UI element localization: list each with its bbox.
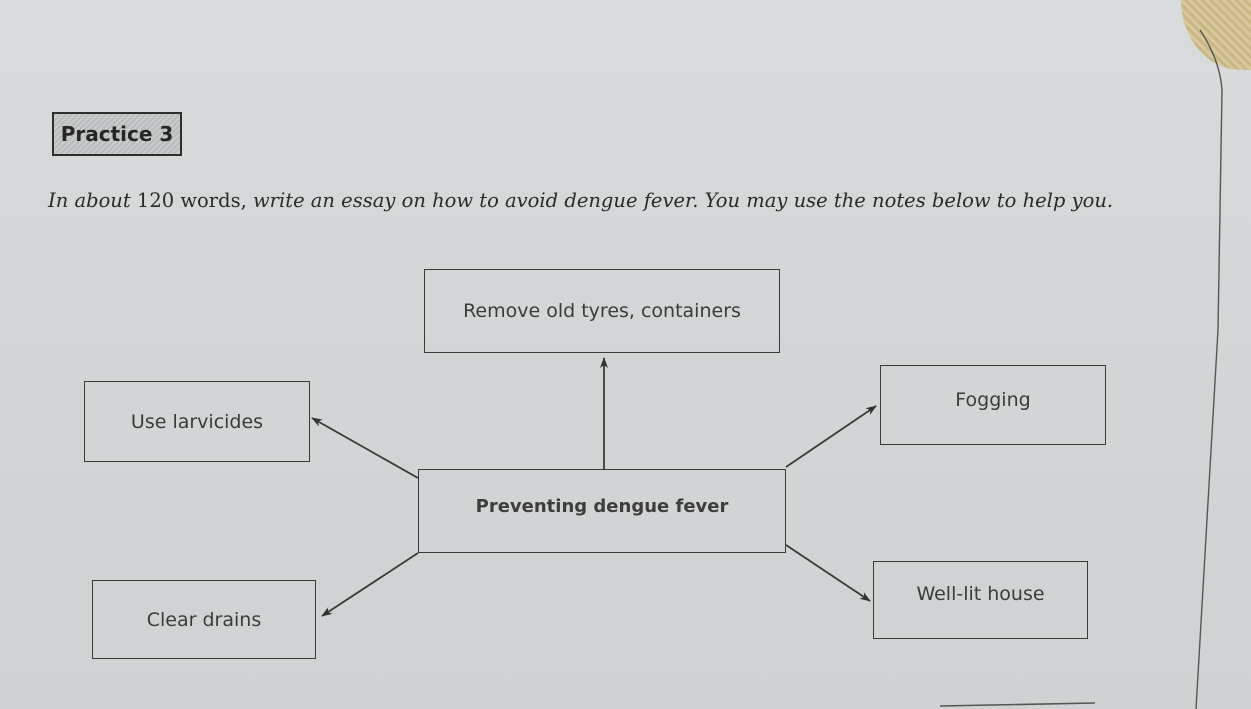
instruction-paragraph: In about 120 words, write an essay on ho… [48, 177, 1158, 224]
node-use-larvicides: Use larvicides [84, 381, 310, 462]
practice-heading-text: Practice 3 [60, 122, 174, 146]
node-use-larvicides-text: Use larvicides [130, 410, 264, 433]
node-well-lit-house-text: Well-lit house [916, 583, 1045, 605]
node-clear-drains: Clear drains [92, 580, 316, 659]
practice-heading: Practice 3 [52, 112, 182, 156]
node-remove-old-tyres: Remove old tyres, containers [424, 269, 780, 353]
node-well-lit-house: Well-lit house [873, 561, 1088, 639]
node-preventing-dengue-fever-text: Preventing dengue fever [475, 495, 729, 517]
instruction-word-count: 120 [136, 189, 175, 212]
instruction-text-3: write an essay on how to avoid dengue fe… [246, 189, 1114, 212]
node-preventing-dengue-fever: Preventing dengue fever [418, 469, 786, 553]
node-fogging-text: Fogging [955, 389, 1031, 411]
node-remove-old-tyres-text: Remove old tyres, containers [463, 300, 741, 322]
instruction-text-1: In about [48, 189, 137, 212]
instruction-text-2: words, [174, 189, 247, 212]
node-clear-drains-text: Clear drains [146, 608, 262, 631]
node-fogging: Fogging [880, 365, 1106, 445]
